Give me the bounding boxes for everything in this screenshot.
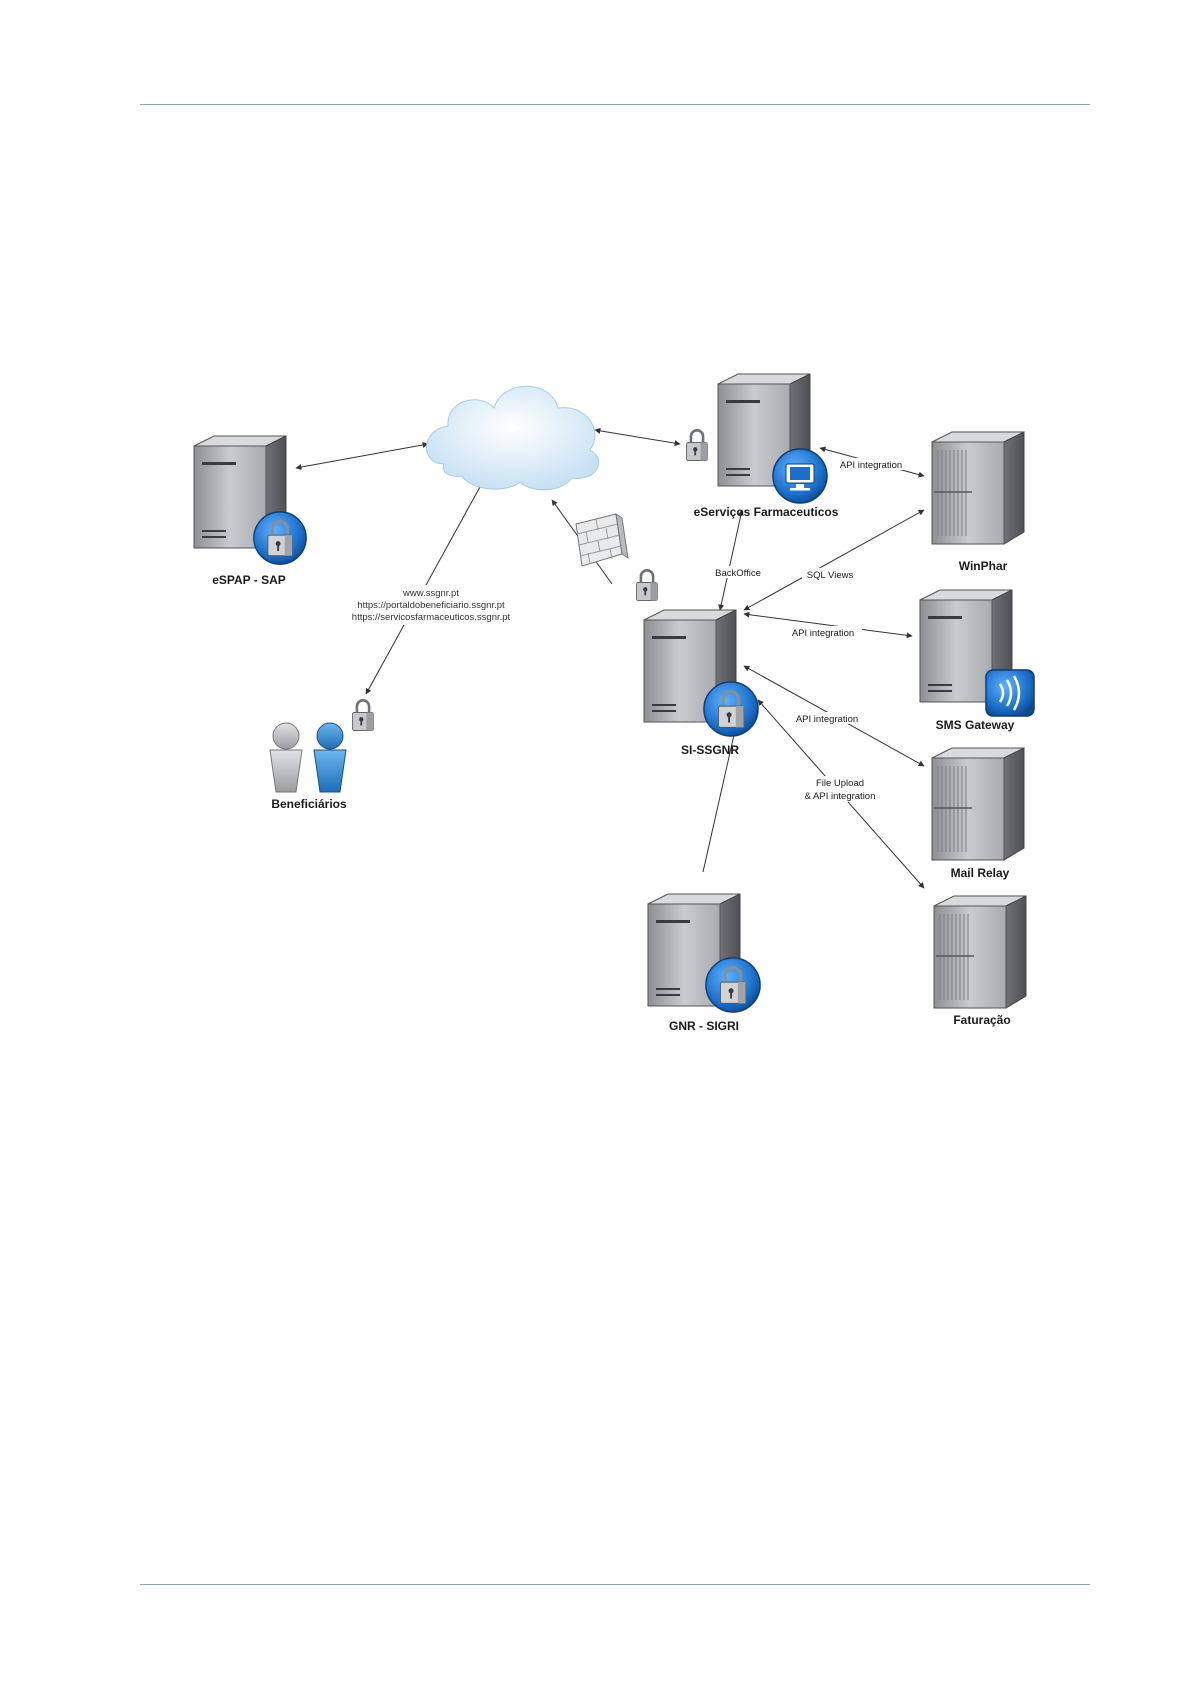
padlock-icon bbox=[252, 510, 308, 566]
edge-label-file-upload: File Upload bbox=[816, 778, 864, 789]
url-servicos-farmaceuticos: https://servicosfarmaceuticos.ssgnr.pt bbox=[352, 612, 511, 623]
monitor-badge-icon bbox=[772, 448, 828, 504]
wireless-badge-icon bbox=[985, 669, 1035, 717]
edge-cloud-eservicos bbox=[594, 427, 681, 447]
node-gnr-sigri: GNR - SIGRI bbox=[647, 893, 762, 1033]
node-beneficiarios: Beneficiários bbox=[269, 698, 375, 811]
edge-label-backoffice: BackOffice bbox=[715, 568, 761, 579]
firewall-icon bbox=[575, 512, 629, 567]
edge-label-si-mail: API integration bbox=[796, 714, 858, 725]
node-label-winphar: WinPhar bbox=[959, 559, 1008, 573]
edge-label-si-sms: API integration bbox=[792, 628, 854, 639]
node-si-ssgnr: SI-SSGNR bbox=[635, 568, 760, 757]
url-ssgnr: www.ssgnr.pt bbox=[402, 588, 459, 599]
node-label-faturacao: Faturação bbox=[953, 1013, 1010, 1027]
node-faturacao: Faturação bbox=[933, 895, 1027, 1027]
edge-gnr-si bbox=[702, 725, 738, 873]
node-label-si-ssgnr: SI-SSGNR bbox=[681, 743, 739, 757]
edge-si-sms bbox=[743, 611, 913, 639]
edge-sql-views bbox=[743, 509, 925, 611]
cloud-icon bbox=[426, 385, 600, 491]
node-label-eservicos: eServiços Farmaceuticos bbox=[694, 505, 839, 519]
edge-label-file-upload-api: & API integration bbox=[805, 791, 876, 802]
node-mail-relay: Mail Relay bbox=[931, 747, 1025, 880]
url-portal-beneficiario: https://portaldobeneficiario.ssgnr.pt bbox=[357, 600, 505, 611]
header-rule bbox=[140, 104, 1090, 105]
node-label-espap: eSPAP - SAP bbox=[212, 573, 286, 587]
node-winphar: WinPhar bbox=[931, 431, 1025, 573]
server-icon bbox=[933, 895, 1027, 1009]
padlock-icon bbox=[635, 568, 659, 603]
padlock-icon bbox=[351, 698, 375, 733]
edge-label-sql-views: SQL Views bbox=[807, 570, 854, 581]
node-label-beneficiarios: Beneficiários bbox=[271, 797, 347, 811]
server-icon bbox=[931, 747, 1025, 861]
node-label-mail-relay: Mail Relay bbox=[951, 866, 1010, 880]
url-labels: www.ssgnr.pt https://portaldobeneficiari… bbox=[350, 585, 516, 625]
node-sms-gateway: SMS Gateway bbox=[919, 589, 1035, 732]
server-icon bbox=[931, 431, 1025, 545]
padlock-icon bbox=[685, 428, 709, 463]
padlock-icon bbox=[702, 680, 760, 738]
padlock-icon bbox=[704, 956, 762, 1014]
edge-labels: API integration BackOffice SQL Views API… bbox=[710, 458, 910, 802]
node-label-gnr-sigri: GNR - SIGRI bbox=[669, 1019, 739, 1033]
edge-espap-cloud bbox=[295, 442, 429, 470]
footer-rule bbox=[140, 1584, 1090, 1585]
node-espap: eSPAP - SAP bbox=[193, 435, 308, 587]
edge-backoffice bbox=[718, 509, 744, 611]
node-label-sms-gateway: SMS Gateway bbox=[936, 718, 1015, 732]
connections bbox=[295, 427, 925, 889]
users-icon bbox=[269, 722, 347, 793]
node-eservicos: eServiços Farmaceuticos bbox=[685, 373, 839, 519]
edge-label-eservicos-winphar: API integration bbox=[840, 460, 902, 471]
